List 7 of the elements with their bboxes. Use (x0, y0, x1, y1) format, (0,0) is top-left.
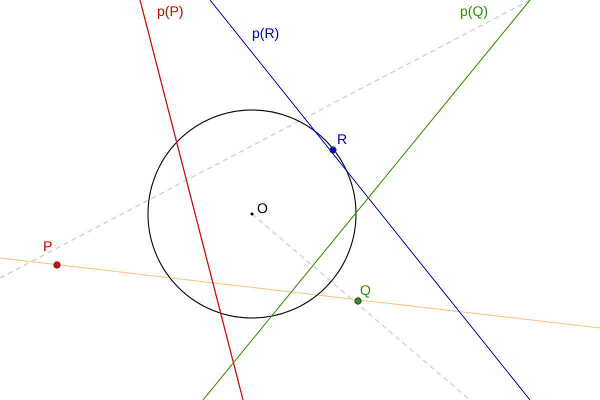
point-label: O (257, 200, 268, 216)
line-label: p(P) (157, 3, 184, 19)
line-label: p(R) (252, 25, 280, 41)
line-label: p(Q) (460, 3, 488, 19)
point-label: P (43, 238, 52, 254)
point-label: Q (360, 282, 371, 298)
point-label: R (337, 131, 348, 147)
